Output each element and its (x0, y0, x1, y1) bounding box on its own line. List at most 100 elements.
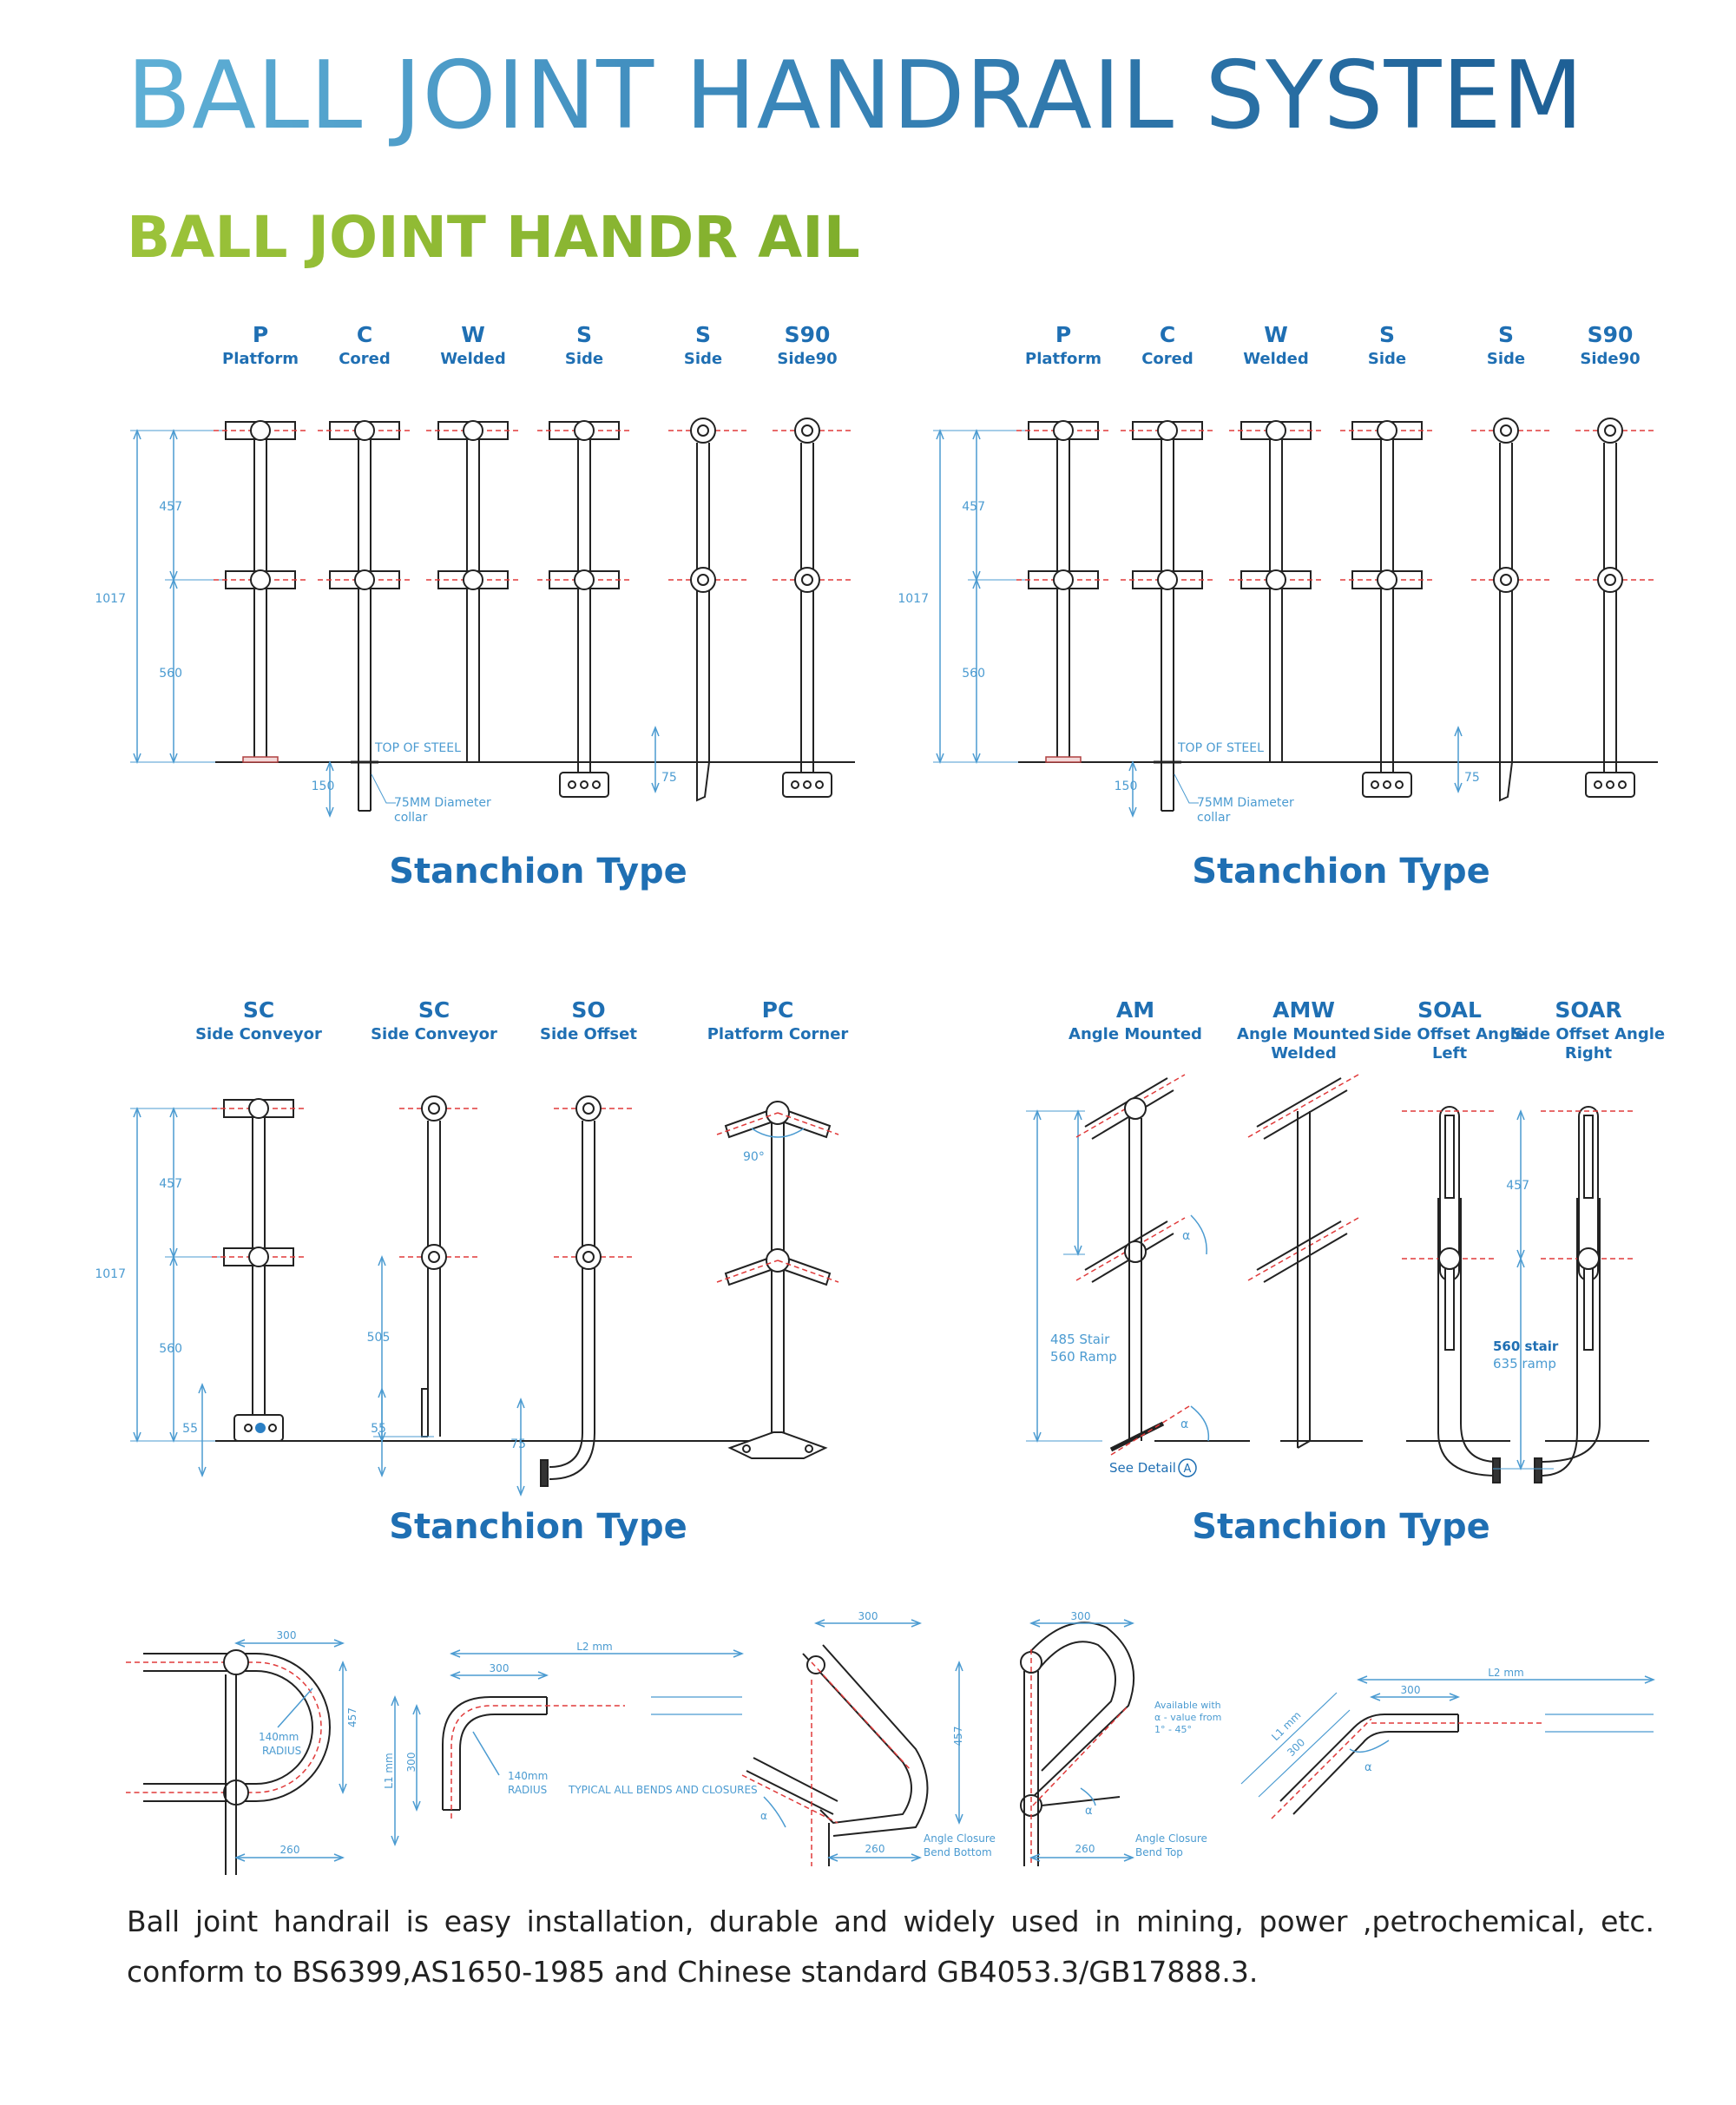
dimension-arrow (1128, 760, 1137, 772)
dimension-arrow (378, 1466, 386, 1478)
ball-joint (1266, 569, 1286, 590)
page-title: BALL JOINT HANDRAIL SYSTEM (127, 42, 1584, 150)
bolt-hole (1594, 780, 1602, 789)
ball-joint (574, 420, 595, 441)
dim-text: 150 (1115, 780, 1138, 793)
dimension-arrow (1369, 1693, 1381, 1701)
offset-bend (1540, 1423, 1601, 1463)
dim-text: RADIUS (262, 1745, 301, 1757)
dim-text: 300 (1071, 1610, 1091, 1622)
dimension-arrow (1128, 806, 1137, 819)
end-plate (1492, 1457, 1501, 1483)
ball-joint (354, 420, 375, 441)
angled-bend-inner (1292, 1731, 1458, 1815)
bolt-hole (1618, 780, 1627, 789)
ball-joint (223, 1649, 249, 1675)
stanchion-code: P (253, 322, 268, 347)
dimension-arrow (516, 1485, 525, 1497)
note-text: TOP OF STEEL (1177, 741, 1264, 755)
ball-joint (1266, 420, 1286, 441)
dim-text: α (1182, 1229, 1190, 1243)
ball-joint-bore (1604, 424, 1616, 437)
stanchion-code: S (576, 322, 592, 347)
dimension-arrow (1516, 1256, 1525, 1268)
stanchion-code: C (1160, 322, 1175, 347)
ball-joint-bore (582, 1102, 595, 1115)
stanchion-code: C (357, 322, 372, 347)
dim-text: 457 (159, 500, 182, 514)
ball-joint (1053, 569, 1074, 590)
bolt-hole (1371, 780, 1379, 789)
dim-text: 457 (952, 1727, 964, 1746)
bolt-hole (803, 780, 812, 789)
dimension-arrow (339, 1783, 347, 1795)
stanchion-name: Side Offset Angle (1373, 1025, 1526, 1043)
stanchion-name: Welded (440, 350, 506, 368)
dimension-arrow (813, 1619, 825, 1628)
panel-title: Stanchion Type (389, 852, 687, 891)
offset-bend (549, 1431, 583, 1468)
stanchion-name: Side90 (1580, 350, 1640, 368)
description-text: Ball joint handrail is easy installation… (127, 1904, 1654, 1989)
dim-text: 260 (1075, 1843, 1095, 1855)
ball-joint (354, 569, 375, 590)
base-plate (242, 756, 279, 763)
dimension-arrow (955, 1660, 963, 1672)
stanchion-code: PC (762, 997, 794, 1023)
90-bend-inner (459, 1714, 547, 1810)
dimension-arrow (911, 1619, 923, 1628)
note-text: TOP OF STEEL (374, 741, 461, 755)
dim-text: 300 (490, 1662, 510, 1674)
ball-joint (1377, 569, 1397, 590)
dim-text: 260 (280, 1844, 300, 1856)
corner-rail (724, 1110, 772, 1139)
stanchion-name: Side Conveyor (371, 1025, 497, 1043)
bolt-hole (580, 780, 589, 789)
end-plate (1534, 1457, 1542, 1483)
stanchion-name: Platform Corner (707, 1025, 849, 1043)
ball-joint (1157, 569, 1178, 590)
dimension-arrow (733, 1649, 745, 1658)
dim-text: L1 mm (383, 1753, 395, 1789)
dim-text: 560 (962, 667, 985, 681)
dimension-arrow (391, 1835, 399, 1847)
dimension-arrow (412, 1703, 421, 1715)
dim-text: L2 mm (576, 1641, 613, 1653)
dim-text: 75 (661, 771, 677, 785)
bend-centerline (450, 1705, 625, 1819)
stanchion-code: S (1379, 322, 1395, 347)
rail-centerline (1247, 1217, 1359, 1281)
loop-slot (1444, 1115, 1455, 1199)
dimension-arrow (333, 1639, 345, 1648)
dimension-arrow (378, 1386, 386, 1398)
detail-marker-text: A (1184, 1463, 1192, 1476)
corner-rail (784, 1258, 832, 1286)
dimension-arrow (1123, 1853, 1135, 1862)
rail-centerline (716, 1112, 779, 1135)
dimension-arrow (1644, 1675, 1656, 1684)
note-text: 75MM Diameter (1197, 796, 1294, 810)
dim-text: L2 mm (1488, 1667, 1524, 1679)
dimension-arrow (651, 782, 660, 794)
dim-text: 55 (182, 1422, 198, 1436)
extension-pipe (1545, 1714, 1654, 1733)
dim-text: 150 (312, 780, 335, 793)
stanchion-code: SOAL (1417, 997, 1482, 1023)
dimension-arrow (326, 806, 334, 819)
stanchion-code: S90 (1588, 322, 1634, 347)
dimension-arrow (391, 1694, 399, 1707)
ball-joint-bore (697, 574, 709, 586)
dim-text: 505 (367, 1331, 391, 1345)
closure-rail (1041, 1796, 1121, 1806)
dim-text: 55 (371, 1422, 386, 1436)
angle-arc (751, 1128, 805, 1138)
stanchion-code: AMW (1272, 997, 1335, 1023)
dimension-arrow (1123, 1619, 1135, 1628)
ball-joint (248, 1247, 269, 1267)
ball-joint-bore (801, 424, 813, 437)
dim-text: 300 (277, 1629, 297, 1641)
stanchion-code: S (695, 322, 711, 347)
rail-centerline (1247, 1074, 1359, 1138)
stanchion-name: Welded (1271, 1044, 1337, 1062)
